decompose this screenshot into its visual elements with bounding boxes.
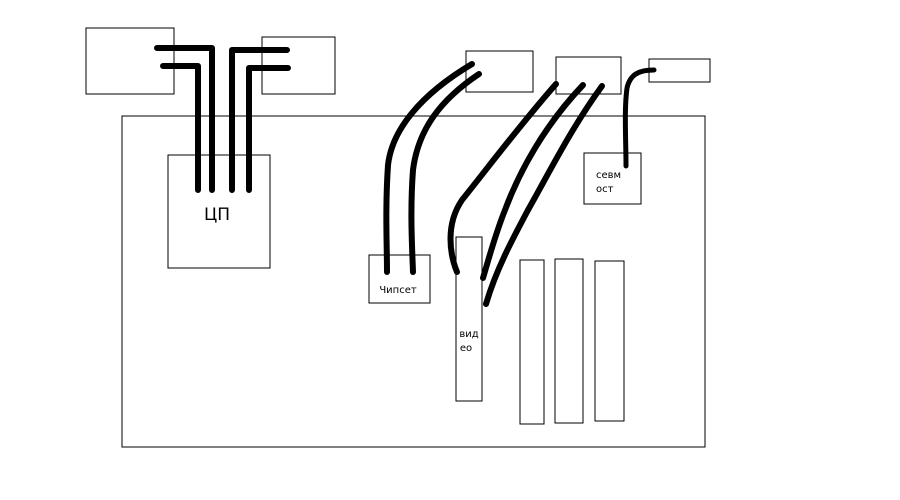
video-slot [455,236,483,402]
video-cable-1 [447,81,559,275]
expansion-slot-1 [519,259,545,425]
external-component-chipset [465,50,534,93]
cpu-cable-3 [229,47,290,193]
chipset-label: Чипсет [379,285,417,296]
cpu-cable-1 [154,45,215,193]
chipset-cable-1 [383,61,475,275]
video-cable-2 [480,82,586,281]
chipset-cable-2 [408,71,482,275]
cmos-block [583,152,642,205]
cpu-block [167,154,271,269]
cmos-label-line1: севм [596,170,621,181]
video-label-line1: вид [459,329,478,340]
video-cable-3 [483,83,605,307]
cpu-cable-4 [246,65,291,193]
cpu-label: ЦП [204,205,230,225]
cmos-label-line2: ост [596,184,614,195]
external-component-video [555,56,622,95]
expansion-slot-3 [594,260,625,422]
cmos-cable [622,67,657,169]
expansion-slot-2 [554,258,584,424]
cpu-cable-2 [160,63,201,193]
external-component-cmos [648,58,711,83]
external-component-left [85,27,175,95]
video-label-line2: ео [460,343,472,354]
